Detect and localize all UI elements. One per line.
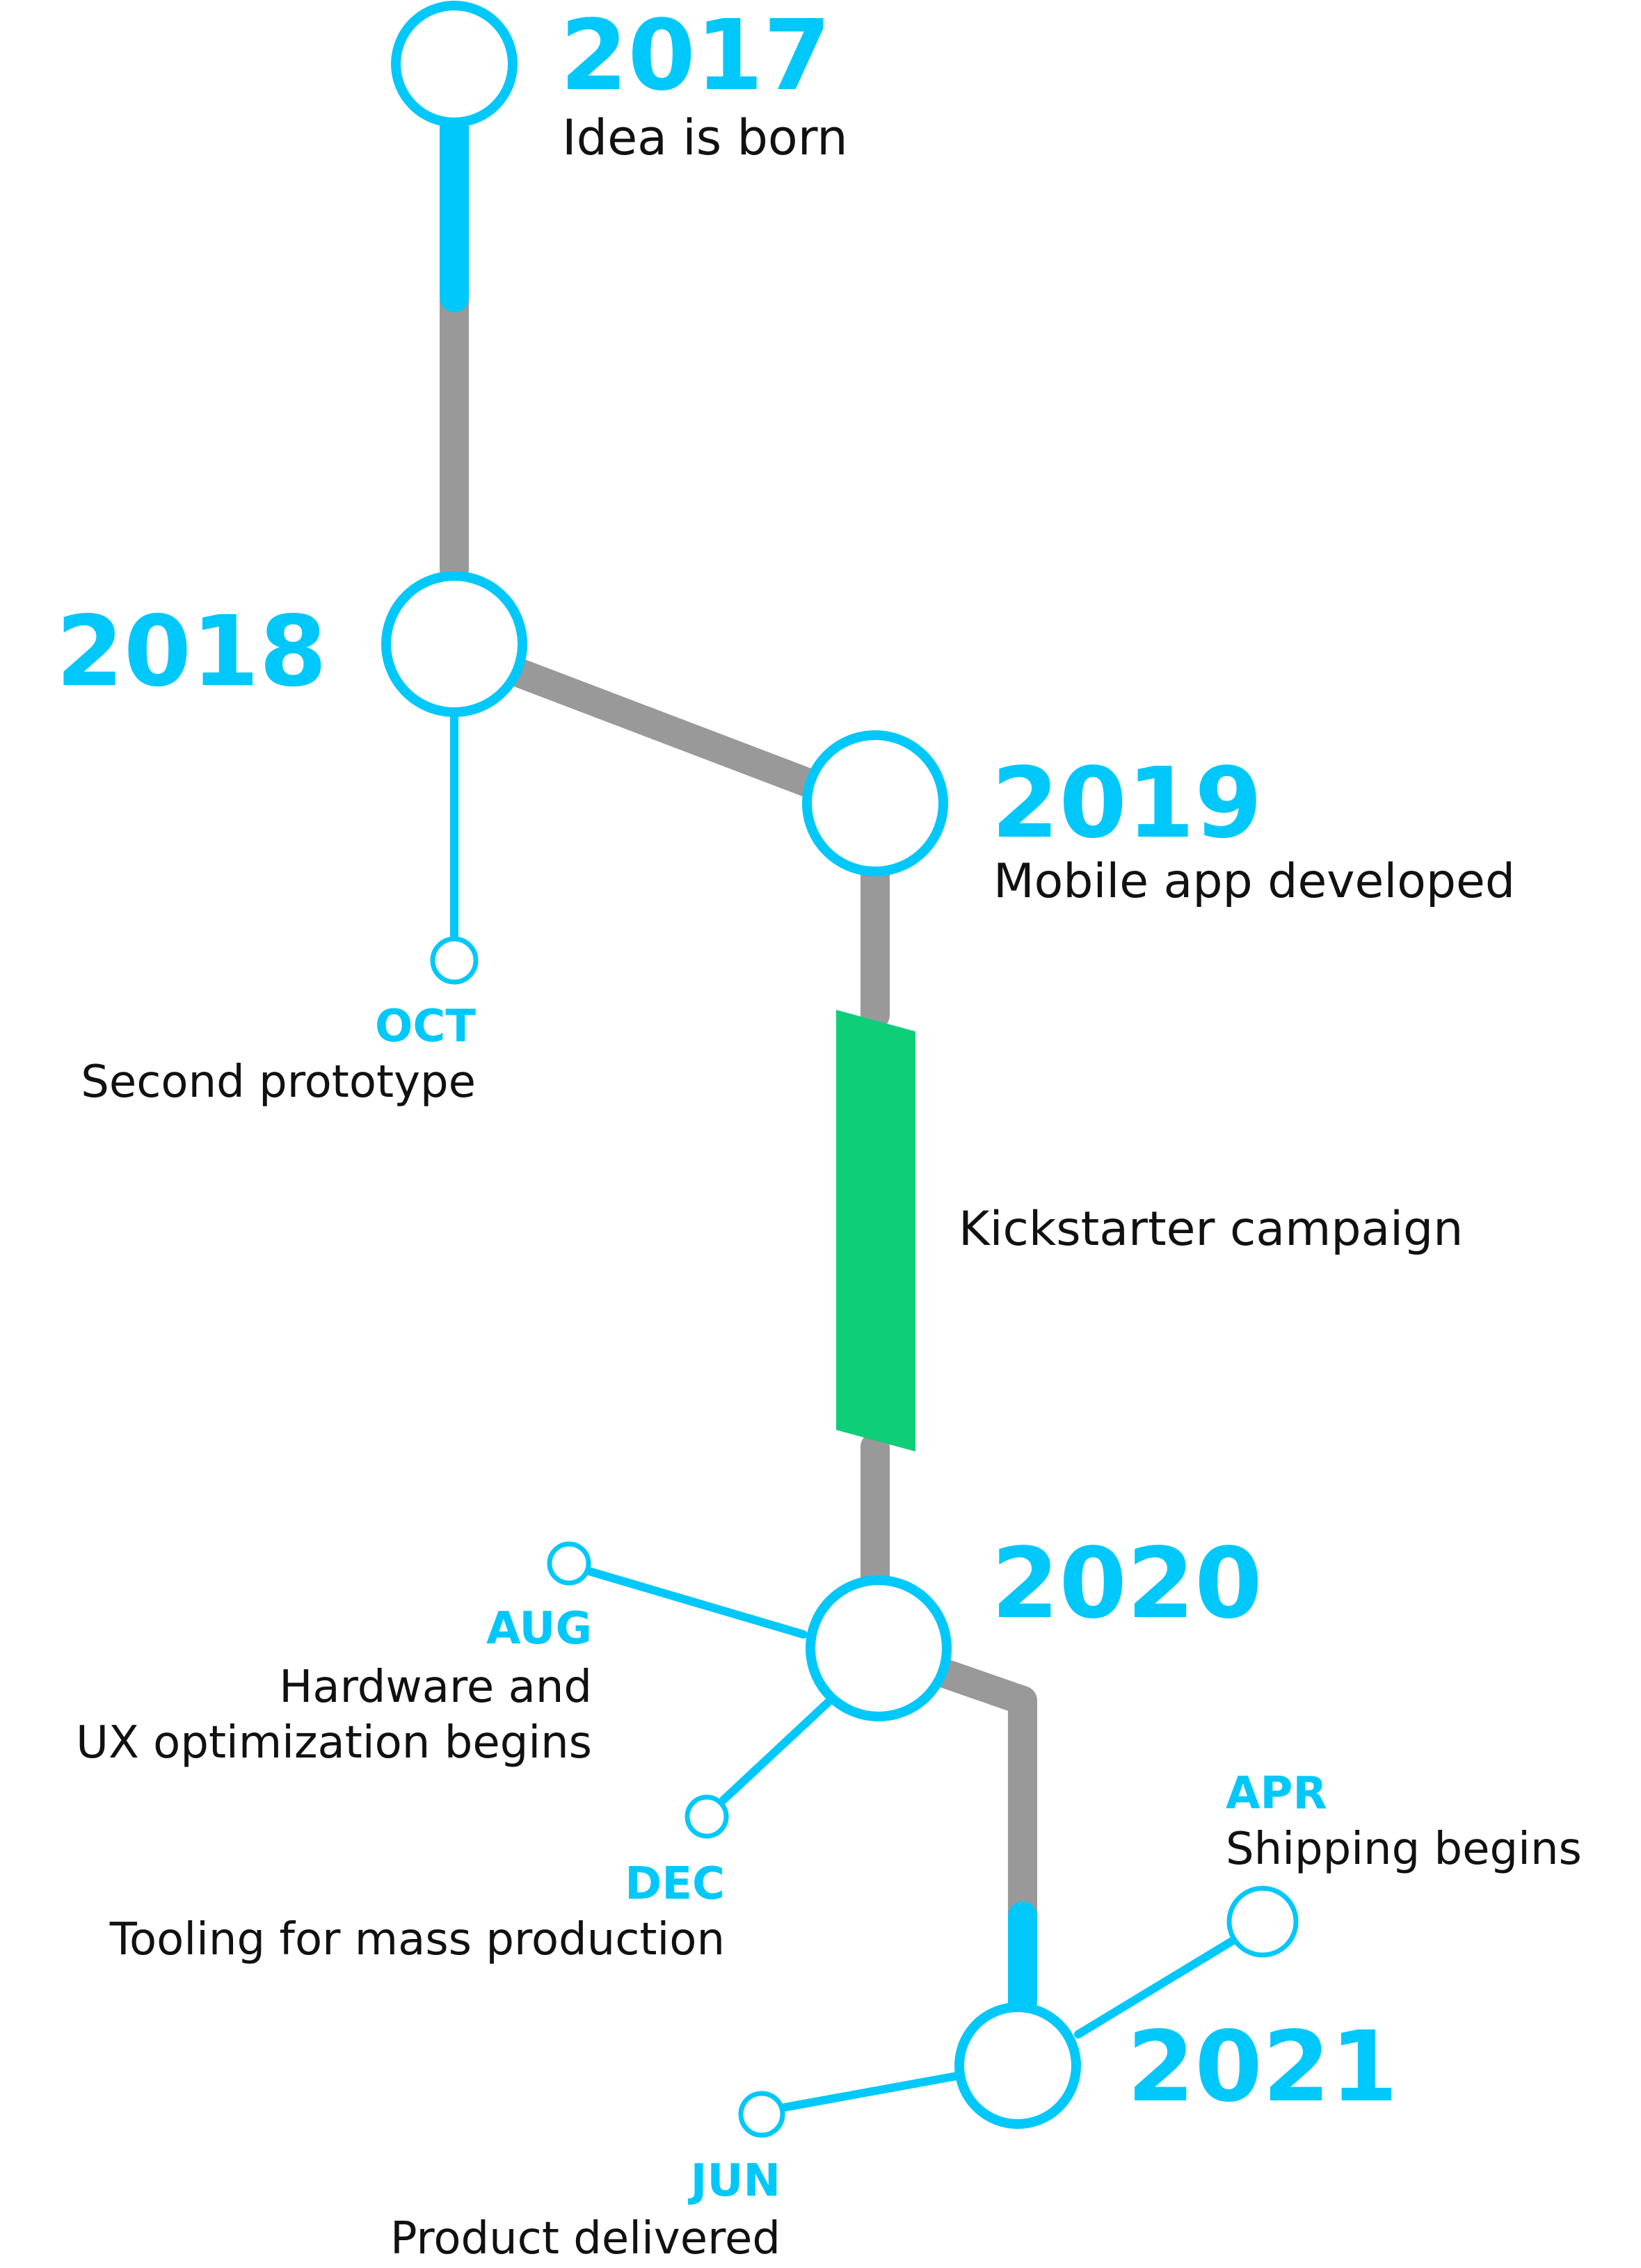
node-aug <box>547 1541 591 1586</box>
node-2018 <box>381 571 527 717</box>
kickstarter-campaign-label: Kickstarter campaign <box>959 1202 1463 1257</box>
month-nodes <box>430 936 1299 2138</box>
track-accents <box>440 104 1037 2018</box>
node-jun <box>738 2091 785 2138</box>
connector-dec <box>719 1698 832 1804</box>
track-2020-2021 <box>928 1658 1037 1934</box>
month-aug-label: AUG <box>486 1603 592 1655</box>
event-aug-caption-line2: UX optimization begins <box>76 1717 592 1769</box>
year-2019-label: 2019 <box>991 747 1263 860</box>
node-apr <box>1226 1885 1299 1958</box>
event-jun-caption: Product delivered <box>390 2213 781 2265</box>
node-2019 <box>802 730 948 876</box>
caption-2019: Mobile app developed <box>993 854 1515 909</box>
year-2021-label: 2021 <box>1127 2011 1398 2124</box>
kickstarter-campaign-bar <box>836 1010 915 1451</box>
year-2018-label: 2018 <box>56 595 327 709</box>
year-nodes <box>381 1 1081 2129</box>
event-apr-caption: Shipping begins <box>1226 1824 1582 1875</box>
track-2018-2019 <box>500 657 822 797</box>
connector-apr <box>1074 1935 1240 2038</box>
month-dec-label: DEC <box>625 1858 725 1910</box>
node-dec <box>685 1794 729 1839</box>
year-2020-label: 2020 <box>991 1527 1263 1641</box>
event-dec-caption: Tooling for mass production <box>109 1914 725 1965</box>
year-2017-label: 2017 <box>560 0 831 113</box>
month-jun-label: JUN <box>688 2155 781 2207</box>
node-2017 <box>391 1 518 127</box>
connector-jun <box>781 2072 961 2112</box>
event-oct-caption: Second prototype <box>81 1056 476 1108</box>
month-apr-label: APR <box>1226 1768 1327 1819</box>
connector-aug <box>582 1566 808 1639</box>
month-oct-label: OCT <box>375 1001 476 1052</box>
node-2021 <box>954 2002 1081 2129</box>
node-2020 <box>806 1575 952 1721</box>
event-connectors <box>450 712 1240 2112</box>
event-aug-caption-line1: Hardware and <box>279 1662 592 1713</box>
caption-2017: Idea is born <box>562 109 848 166</box>
node-oct <box>430 936 479 985</box>
